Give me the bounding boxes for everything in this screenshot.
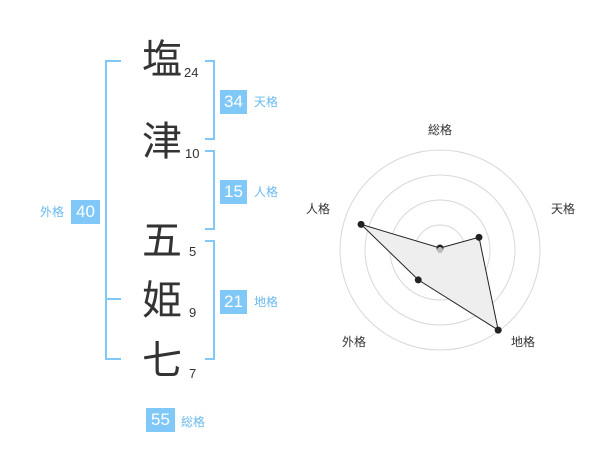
chikaku-bracket-bottom: [205, 358, 215, 360]
radar-axis-label-gaikaku: 外格: [342, 335, 367, 349]
tenkaku-value-badge: 34: [220, 90, 247, 114]
gaikaku-value-badge: 40: [71, 200, 100, 224]
tenkaku-bracket-top: [205, 60, 215, 62]
jinkaku-bracket-top: [205, 150, 215, 152]
radar-point-天格: [475, 233, 483, 241]
name-char-3: 五: [142, 218, 182, 264]
tenkaku-label: 天格: [254, 95, 279, 109]
stroke-count-3: 5: [189, 244, 197, 259]
name-char-5: 七: [142, 338, 182, 384]
jinkaku-label: 人格: [254, 185, 279, 199]
radar-center-dot: [437, 247, 443, 253]
chikaku-label: 地格: [254, 295, 279, 309]
stroke-count-4: 9: [189, 305, 197, 320]
radar-polygon: [360, 223, 499, 332]
radar-point-人格: [357, 220, 365, 228]
soukaku-value-badge: 55: [146, 408, 175, 432]
gaikaku-bracket-bottom: [105, 358, 121, 360]
gaikaku-label: 外格: [40, 205, 65, 219]
radar-grid-ring-4: [339, 149, 541, 351]
name-char-1: 塩: [142, 37, 182, 83]
gaikaku-bracket-mid: [105, 298, 121, 300]
chikaku-bracket-vertical: [213, 240, 215, 360]
radar-axis-label-chikaku: 地格: [511, 335, 536, 349]
radar-axis-label-tenkaku: 天格: [551, 202, 576, 216]
tenkaku-bracket-bottom: [205, 138, 215, 140]
radar-point-外格: [414, 276, 422, 284]
tenkaku-bracket-vertical: [213, 60, 215, 140]
jinkaku-bracket-bottom: [205, 228, 215, 230]
stroke-count-2: 10: [185, 146, 200, 161]
chikaku-value-badge: 21: [220, 290, 247, 314]
stroke-count-5: 7: [189, 366, 197, 381]
gaikaku-bracket-top: [105, 60, 121, 62]
radar-point-地格: [494, 326, 502, 334]
gaikaku-bracket-vertical: [105, 60, 107, 360]
jinkaku-value-badge: 15: [220, 180, 247, 204]
jinkaku-bracket-vertical: [213, 150, 215, 230]
soukaku-label: 総格: [181, 415, 206, 429]
chikaku-bracket-top: [205, 240, 215, 242]
radar-axis-label-jinkaku: 人格: [306, 202, 331, 216]
radar-grid-ring-3: [364, 174, 516, 326]
name-char-2: 津: [142, 119, 182, 165]
radar-axis-label-soukaku: 総格: [428, 123, 453, 137]
stroke-count-1: 24: [184, 65, 199, 80]
name-char-4: 姫: [142, 278, 182, 324]
